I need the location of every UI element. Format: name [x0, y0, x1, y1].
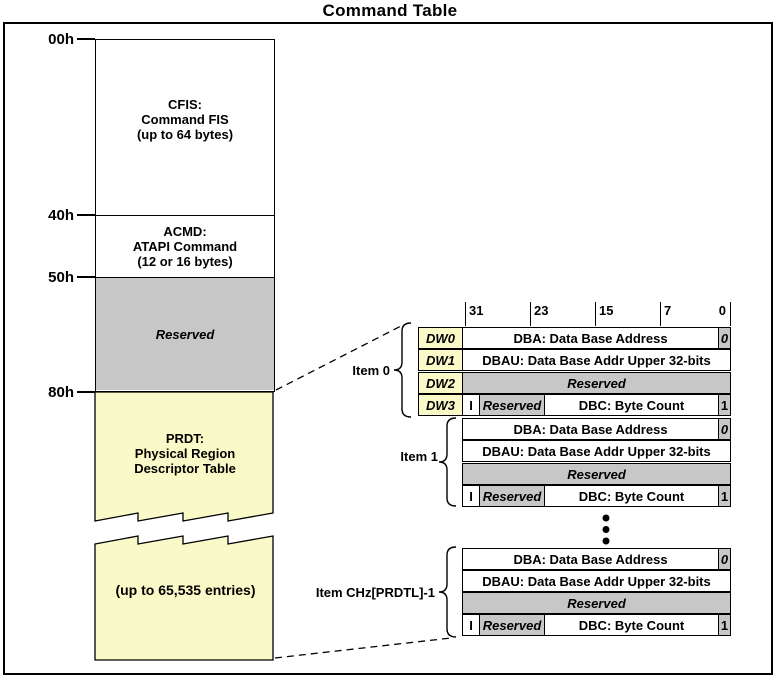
prd-entry-row-dbc: I Reserved DBC: Byte Count 1	[462, 614, 731, 636]
dba-field: DBA: Data Base Address	[513, 421, 668, 437]
outer-border	[3, 22, 773, 675]
item0-label: Item 0	[352, 363, 390, 378]
dbau-field: DBAU: Data Base Addr Upper 32-bits	[482, 443, 711, 459]
item1-label: Item 1	[400, 449, 438, 464]
prd-entry-row-dba: DBA: Data Base Address 0	[462, 548, 731, 570]
acmd-line2: ATAPI Command	[132, 239, 238, 254]
memory-map-box: CFIS: Command FIS (up to 64 bytes) ACMD:…	[95, 39, 275, 392]
dbc-bit0-cell: 1	[718, 615, 730, 635]
dbc-field: DBC: Byte Count	[578, 488, 685, 504]
prd-entry-row-reserved: Reserved	[462, 463, 731, 485]
offset-tick-50h	[77, 276, 95, 278]
dw3-reserved-cell: Reserved	[479, 395, 545, 415]
diagram-title: Command Table	[322, 1, 458, 20]
offset-tick-40h	[77, 214, 95, 216]
dw0-label-cell: DW0	[418, 327, 463, 349]
dba-bit0-cell: 0	[718, 549, 730, 569]
dba-bit0-cell: 0	[718, 328, 730, 348]
dba-bit0-cell: 0	[718, 419, 730, 439]
interrupt-bit-cell: I	[469, 617, 473, 633]
prdt-line2: Physical Region	[134, 446, 236, 461]
bit-label-7: 7	[664, 303, 672, 318]
acmd-line1: ACMD:	[163, 224, 207, 239]
dba-field: DBA: Data Base Address	[513, 330, 668, 346]
reserved-section-label: Reserved	[155, 327, 215, 342]
dbau-field: DBAU: Data Base Addr Upper 32-bits	[482, 352, 711, 368]
interrupt-bit-cell: I	[469, 397, 473, 413]
reserved-section-fill	[96, 278, 274, 390]
prd-entry-row-dbc: I Reserved DBC: Byte Count 1	[462, 394, 731, 416]
reserved-field: Reserved	[567, 595, 626, 611]
dbc-field: DBC: Byte Count	[578, 397, 685, 413]
dw2-label-cell: DW2	[418, 372, 463, 394]
prd-entry-row-dbau: DBAU: Data Base Addr Upper 32-bits	[462, 349, 731, 371]
bit-label-23: 23	[534, 303, 549, 318]
prd-entry-row-dbau: DBAU: Data Base Addr Upper 32-bits	[462, 570, 731, 592]
offset-tick-00h	[77, 38, 95, 40]
divider-40h	[96, 214, 274, 216]
prd-entry-row-reserved: Reserved	[462, 372, 731, 394]
dbc-bit0-cell: 1	[718, 395, 730, 415]
offset-label-50h: 50h	[48, 269, 74, 286]
dw3-label-cell: DW3	[418, 394, 463, 416]
prd-entry-row-dba: DBA: Data Base Address 0	[462, 418, 731, 440]
bit-tick-15	[595, 302, 596, 326]
prdt-section-label: PRDT: Physical Region Descriptor Table	[95, 431, 275, 476]
prdt-line1: PRDT:	[165, 431, 205, 446]
bit-label-15: 15	[599, 303, 614, 318]
dw1-label-cell: DW1	[418, 349, 463, 371]
bit-tick-31	[465, 302, 466, 326]
acmd-line3: (12 or 16 bytes)	[137, 254, 233, 269]
offset-label-80h: 80h	[48, 384, 74, 401]
bit-tick-7	[660, 302, 661, 326]
prdt-entries-note: (up to 65,535 entries)	[115, 582, 256, 598]
divider-50h	[96, 276, 274, 278]
dw3-reserved-cell: Reserved	[479, 615, 545, 635]
offset-label-00h: 00h	[48, 31, 74, 48]
bit-label-0: 0	[718, 303, 726, 318]
prd-entry-row-dba: DBA: Data Base Address 0	[462, 327, 731, 349]
reserved-field: Reserved	[567, 375, 626, 391]
dbc-bit0-cell: 1	[718, 486, 730, 506]
prd-entry-row-dbc: I Reserved DBC: Byte Count 1	[462, 485, 731, 507]
dw3-reserved-cell: Reserved	[479, 486, 545, 506]
reserved-field: Reserved	[567, 466, 626, 482]
interrupt-bit-cell: I	[469, 488, 473, 504]
prd-entry-row-reserved: Reserved	[462, 592, 731, 614]
item-last-label: Item CHz[PRDTL]-1	[315, 585, 435, 600]
offset-tick-80h	[77, 391, 95, 393]
cfis-section-label: CFIS: Command FIS (up to 64 bytes)	[96, 97, 274, 142]
prdt-line3: Descriptor Table	[134, 461, 236, 476]
dbau-field: DBAU: Data Base Addr Upper 32-bits	[482, 573, 711, 589]
offset-label-40h: 40h	[48, 207, 74, 224]
acmd-section-label: ACMD: ATAPI Command (12 or 16 bytes)	[96, 224, 274, 269]
bit-tick-0	[730, 302, 731, 326]
cfis-line1: CFIS:	[168, 97, 202, 112]
bit-tick-23	[530, 302, 531, 326]
dbc-field: DBC: Byte Count	[578, 617, 685, 633]
bit-label-31: 31	[469, 303, 484, 318]
cfis-line3: (up to 64 bytes)	[136, 127, 234, 142]
cfis-line2: Command FIS	[141, 112, 229, 127]
prd-entry-row-dbau: DBAU: Data Base Addr Upper 32-bits	[462, 440, 731, 462]
dba-field: DBA: Data Base Address	[513, 551, 668, 567]
